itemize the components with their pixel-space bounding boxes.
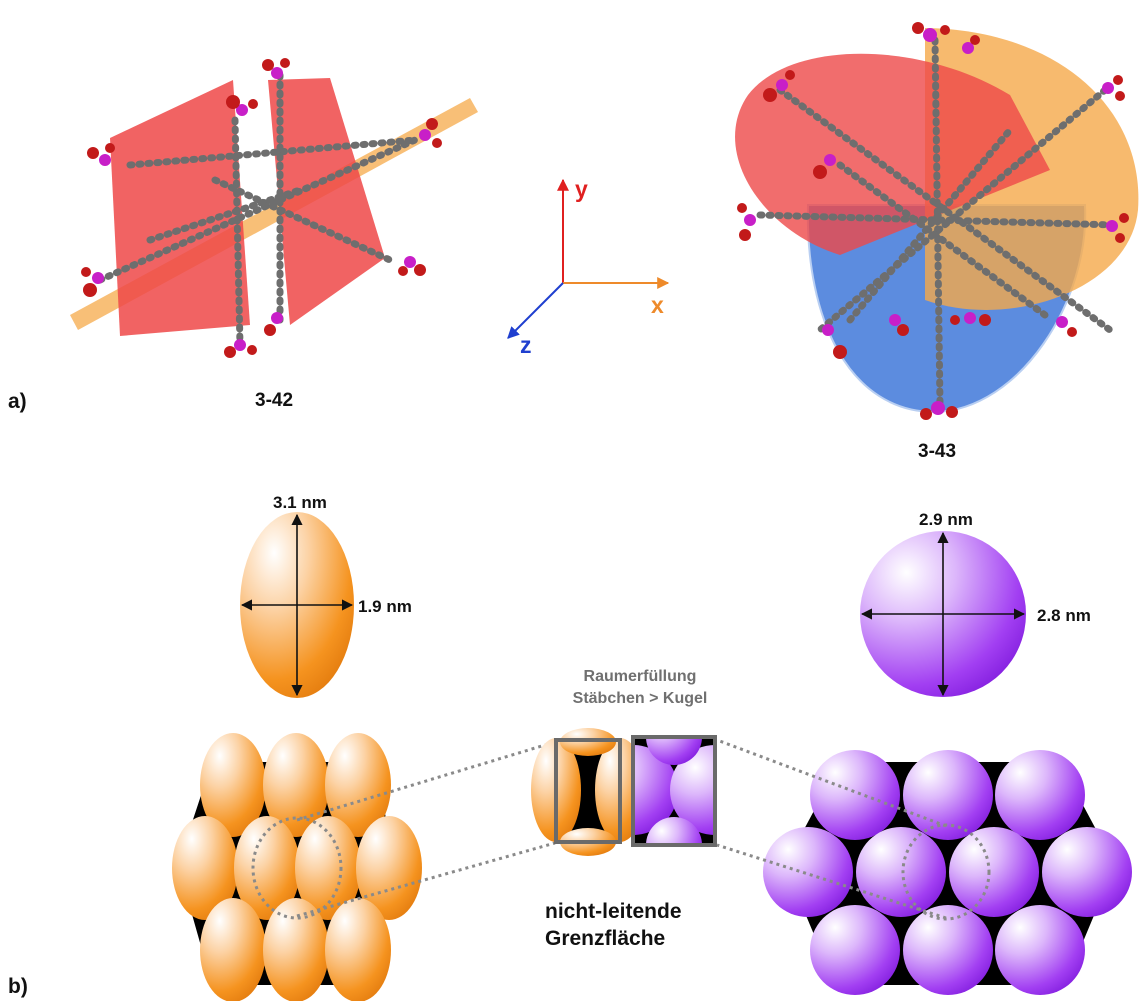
dimension-label-horizontal: 2.8 nm [1037, 606, 1091, 625]
zoom-inset-sphere [631, 735, 717, 847]
zoom-inset-ellipsoid [531, 728, 645, 856]
interface-line-1: nicht-leitende [545, 900, 682, 923]
molecule-3-43 [735, 22, 1139, 420]
zoom-connectors [296, 738, 947, 920]
molecule-backbone-3-43 [756, 36, 1119, 409]
space-filling-line-2: Stäbchen > Kugel [572, 690, 708, 707]
plane-red-right-3-42 [268, 78, 385, 325]
molecule-atoms-3-43 [737, 22, 1129, 420]
interface-caption: nicht-leitende Grenzfläche [545, 898, 682, 952]
sphere-particle [860, 531, 1026, 697]
dimension-label-vertical: 2.9 nm [919, 510, 973, 529]
axis-z-label: z [520, 332, 532, 358]
ellipsoid-packing [172, 733, 422, 1001]
molecule-3-42 [70, 58, 478, 358]
compound-label-3-43: 3-43 [918, 441, 957, 462]
highlight-ring-ellipsoid [251, 816, 343, 920]
dimension-label-long: 3.1 nm [273, 493, 327, 512]
axis-y-label: y [575, 176, 588, 202]
interface-line-2: Grenzfläche [545, 927, 666, 950]
compound-label-3-42: 3-42 [255, 390, 294, 411]
plane-red-3-43 [735, 53, 1050, 255]
axis-x-label: x [651, 292, 664, 318]
dimension-label-short: 1.9 nm [358, 597, 412, 616]
molecule-atoms-3-42 [81, 58, 442, 358]
panel-label-a: a) [8, 390, 27, 413]
plane-red-left-3-42 [110, 80, 250, 336]
axis-z-arrow [507, 282, 564, 339]
space-filling-line-1: Raumerfüllung [583, 668, 697, 685]
panel-label-b: b) [8, 975, 28, 998]
sphere-packing [763, 750, 1132, 995]
space-filling-note: Raumerfüllung Stäbchen > Kugel [530, 666, 750, 710]
coordinate-axes [507, 178, 670, 339]
ellipsoid-particle [240, 512, 354, 698]
molecule-backbone-3-42 [96, 71, 419, 349]
